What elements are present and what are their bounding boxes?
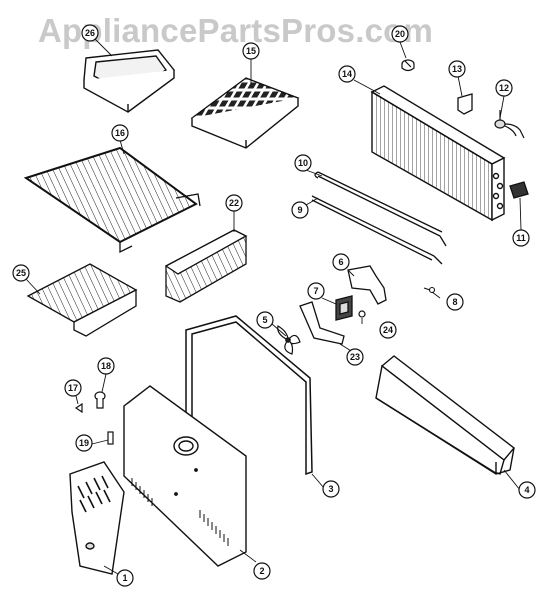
sensor-part: [494, 110, 525, 139]
callout-20: 20: [391, 25, 409, 43]
callout-16: 16: [111, 124, 129, 142]
svg-text:11: 11: [516, 233, 526, 243]
svg-text:10: 10: [298, 158, 308, 168]
wire-shelf-small-part: [164, 229, 248, 303]
heater-lower-part: [311, 195, 443, 265]
svg-text:19: 19: [79, 438, 89, 448]
callout-9: 9: [291, 201, 309, 219]
callout-17: 17: [64, 379, 82, 397]
mount-bracket-part: [347, 265, 387, 305]
rear-panel-part: [123, 385, 247, 567]
svg-text:5: 5: [262, 315, 267, 325]
svg-text:25: 25: [16, 268, 26, 278]
callout-26: 26: [81, 24, 99, 42]
callout-6: 6: [332, 253, 350, 271]
callout-24: 24: [379, 321, 397, 339]
screw-part: [423, 286, 436, 294]
svg-text:18: 18: [101, 361, 111, 371]
retainer-part: [107, 431, 114, 445]
callout-8: 8: [446, 293, 464, 311]
svg-text:15: 15: [246, 46, 256, 56]
svg-text:9: 9: [297, 205, 302, 215]
bracket-part: [457, 93, 473, 115]
svg-text:12: 12: [499, 83, 509, 93]
ice-bin-part: [83, 49, 176, 113]
callout-12: 12: [495, 79, 513, 97]
evaporator-part: [370, 85, 506, 222]
callout-14: 14: [338, 65, 356, 83]
clip-part: [74, 402, 83, 414]
callout-18: 18: [97, 357, 115, 375]
fan-blade-part: [277, 325, 301, 355]
wire-shelf-upper-part: [23, 146, 201, 254]
callout-1: 1: [116, 569, 134, 587]
callout-25: 25: [12, 264, 30, 282]
callout-2: 2: [253, 562, 271, 580]
callout-7: 7: [307, 282, 325, 300]
callout-11: 11: [512, 229, 530, 247]
svg-text:23: 23: [350, 352, 360, 362]
knob-part: [401, 59, 415, 72]
svg-text:8: 8: [452, 297, 457, 307]
watermark-text: AppliancePartsPros.com: [38, 12, 434, 49]
shelf-frame-part: [26, 263, 138, 337]
callout-22: 22: [225, 194, 243, 212]
svg-text:2: 2: [259, 566, 264, 576]
callout-5: 5: [256, 311, 274, 329]
callout-10: 10: [294, 154, 312, 172]
svg-text:1: 1: [122, 573, 127, 583]
svg-text:24: 24: [383, 325, 393, 335]
svg-text:3: 3: [328, 484, 333, 494]
plug-part: [94, 391, 106, 409]
callout-3: 3: [322, 480, 340, 498]
connector-part: [509, 181, 529, 199]
svg-text:26: 26: [85, 28, 95, 38]
svg-text:7: 7: [313, 286, 318, 296]
heater-upper-part: [314, 171, 447, 247]
callout-13: 13: [448, 60, 466, 78]
svg-text:17: 17: [68, 383, 78, 393]
svg-text:4: 4: [524, 485, 529, 495]
ice-tray-part: [190, 77, 300, 149]
callout-15: 15: [242, 42, 260, 60]
motor-bracket-part: [299, 301, 345, 345]
fan-motor-part: [335, 295, 353, 321]
vent-cover-part: [69, 461, 125, 575]
svg-text:22: 22: [229, 198, 239, 208]
callout-19: 19: [75, 434, 93, 452]
callout-4: 4: [518, 481, 536, 499]
grommet-part: [358, 310, 366, 318]
svg-text:20: 20: [395, 29, 405, 39]
leader-lines: [25, 37, 522, 575]
svg-text:13: 13: [452, 64, 462, 74]
drip-trough-part: [375, 355, 516, 475]
svg-text:16: 16: [115, 128, 125, 138]
svg-text:6: 6: [338, 257, 343, 267]
svg-text:14: 14: [342, 69, 352, 79]
callout-23: 23: [346, 348, 364, 366]
